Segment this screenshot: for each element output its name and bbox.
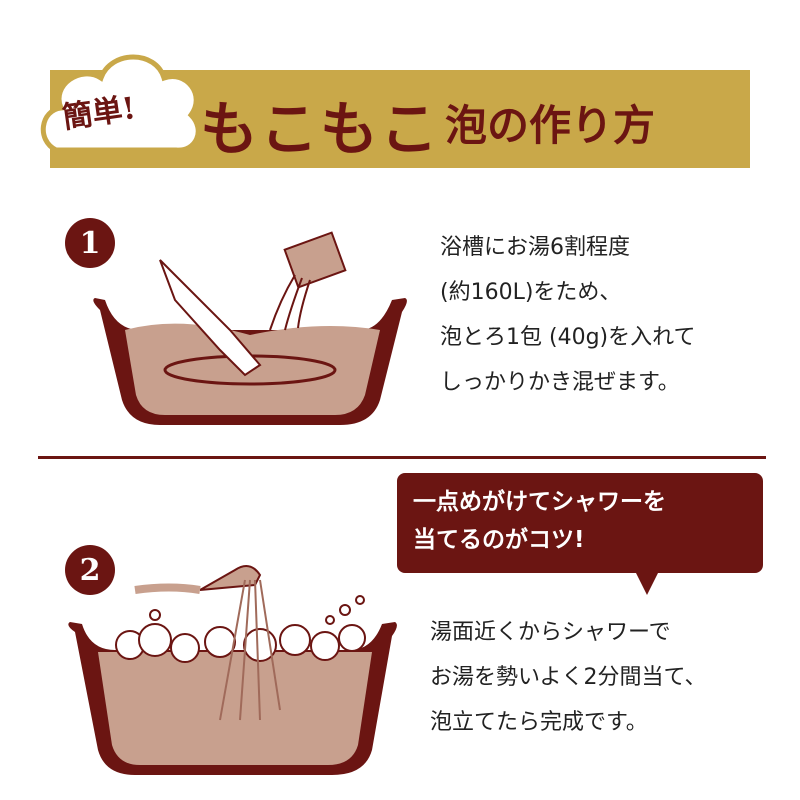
step-2-description: 湯面近くからシャワーで お湯を勢いよく2分間当て、 泡立てたら完成です。	[430, 610, 706, 745]
step-1-line: 浴槽にお湯6割程度	[440, 235, 630, 260]
step-2-line: お湯を勢いよく2分間当て、	[430, 665, 707, 690]
step-1-line: 泡とろ1包 (40g)を入れて	[440, 325, 696, 350]
step-1-description: 浴槽にお湯6割程度 (約160L)をため、 泡とろ1包 (40g)を入れて しっ…	[440, 225, 695, 405]
step-1-line: しっかりかき混ぜます。	[440, 370, 680, 395]
page-title: もこもこ	[200, 95, 441, 163]
tip-line: 一点めがけてシャワーを	[413, 489, 666, 515]
step-2-line: 湯面近くからシャワーで	[430, 620, 671, 645]
tub-stirring-illustration	[93, 231, 407, 425]
page-subtitle: 泡の作り方	[445, 101, 656, 150]
cloud-badge-icon	[40, 54, 201, 153]
tub-shower-illustration	[68, 565, 397, 775]
step-2-number: 2	[65, 545, 115, 595]
tip-line: 当てるのがコツ!	[413, 527, 585, 553]
tip-callout: 一点めがけてシャワーを 当てるのがコツ!	[397, 473, 763, 595]
section-divider	[38, 456, 766, 459]
step-1-line: (約160L)をため、	[440, 280, 622, 305]
step-1-number: 1	[65, 218, 115, 268]
step-2-line: 泡立てたら完成です。	[430, 710, 648, 735]
